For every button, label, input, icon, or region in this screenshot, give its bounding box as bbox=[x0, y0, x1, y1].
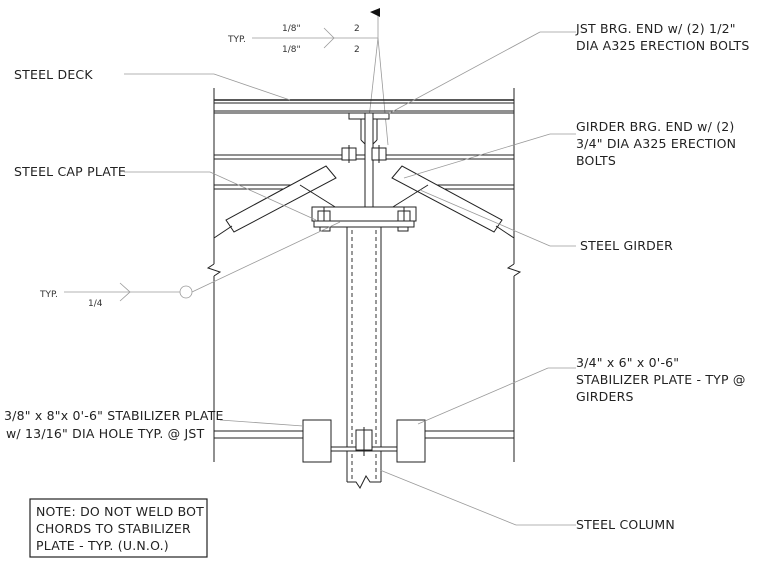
weld-size-lower: 1/8" bbox=[282, 45, 301, 55]
weld-symbol-top: TYP. 1/8" 1/8" 2 2 bbox=[227, 8, 389, 146]
weld-symbol-side: TYP. 1/4 bbox=[39, 221, 341, 309]
label-stab-plate-girder-2: STABILIZER PLATE - TYP @ bbox=[576, 372, 746, 387]
joist-chords bbox=[214, 154, 514, 190]
label-steel-cap-plate: STEEL CAP PLATE bbox=[14, 164, 126, 179]
steel-column bbox=[346, 227, 382, 489]
field-weld-flag-icon bbox=[370, 8, 380, 17]
note-line-2: CHORDS TO STABILIZER bbox=[36, 521, 191, 536]
stabilizer-plate bbox=[302, 419, 426, 463]
column-outline bbox=[206, 88, 522, 462]
weld-length-lower: 2 bbox=[354, 45, 360, 55]
steel-cap-plate bbox=[313, 220, 415, 228]
weld-size-upper: 1/8" bbox=[282, 24, 301, 34]
label-girder-brg-end-3: BOLTS bbox=[576, 153, 616, 168]
note-line-3: PLATE - TYP. (U.N.O.) bbox=[36, 538, 169, 553]
callout-labels: JST BRG. END w/ (2) 1/2" DIA A325 ERECTI… bbox=[4, 21, 750, 532]
label-stab-plate-girder-1: 3/4" x 6" x 0'-6" bbox=[576, 355, 679, 370]
joist-erection-bolts bbox=[341, 145, 387, 163]
callout-leaders bbox=[124, 31, 576, 526]
weld-all-around-icon bbox=[179, 285, 193, 299]
weld-typ-label-top: TYP. bbox=[227, 35, 246, 45]
label-jst-brg-end-1: JST BRG. END w/ (2) 1/2" bbox=[575, 21, 736, 36]
label-steel-column: STEEL COLUMN bbox=[576, 517, 675, 532]
label-steel-girder: STEEL GIRDER bbox=[580, 238, 673, 253]
note-line-1: NOTE: DO NOT WELD BOT bbox=[36, 504, 204, 519]
note-box: NOTE: DO NOT WELD BOT CHORDS TO STABILIZ… bbox=[29, 498, 208, 558]
steel-deck bbox=[214, 99, 514, 114]
joist-bearing-tee bbox=[348, 112, 390, 222]
joist-diagonal-webs bbox=[213, 165, 515, 239]
label-girder-brg-end-2: 3/4" DIA A325 ERECTION bbox=[576, 136, 736, 151]
weld-size-side: 1/4 bbox=[88, 299, 103, 309]
weld-length-upper: 2 bbox=[354, 24, 360, 34]
label-steel-deck: STEEL DECK bbox=[14, 67, 93, 82]
label-girder-brg-end-1: GIRDER BRG. END w/ (2) bbox=[576, 119, 735, 134]
weld-typ-label-side: TYP. bbox=[39, 290, 58, 300]
label-stab-plate-jst-2: w/ 13/16" DIA HOLE TYP. @ JST bbox=[6, 426, 205, 441]
label-jst-brg-end-2: DIA A325 ERECTION BOLTS bbox=[576, 38, 750, 53]
label-stab-plate-jst-1: 3/8" x 8"x 0'-6" STABILIZER PLATE bbox=[4, 408, 224, 423]
label-stab-plate-girder-3: GIRDERS bbox=[576, 389, 634, 404]
